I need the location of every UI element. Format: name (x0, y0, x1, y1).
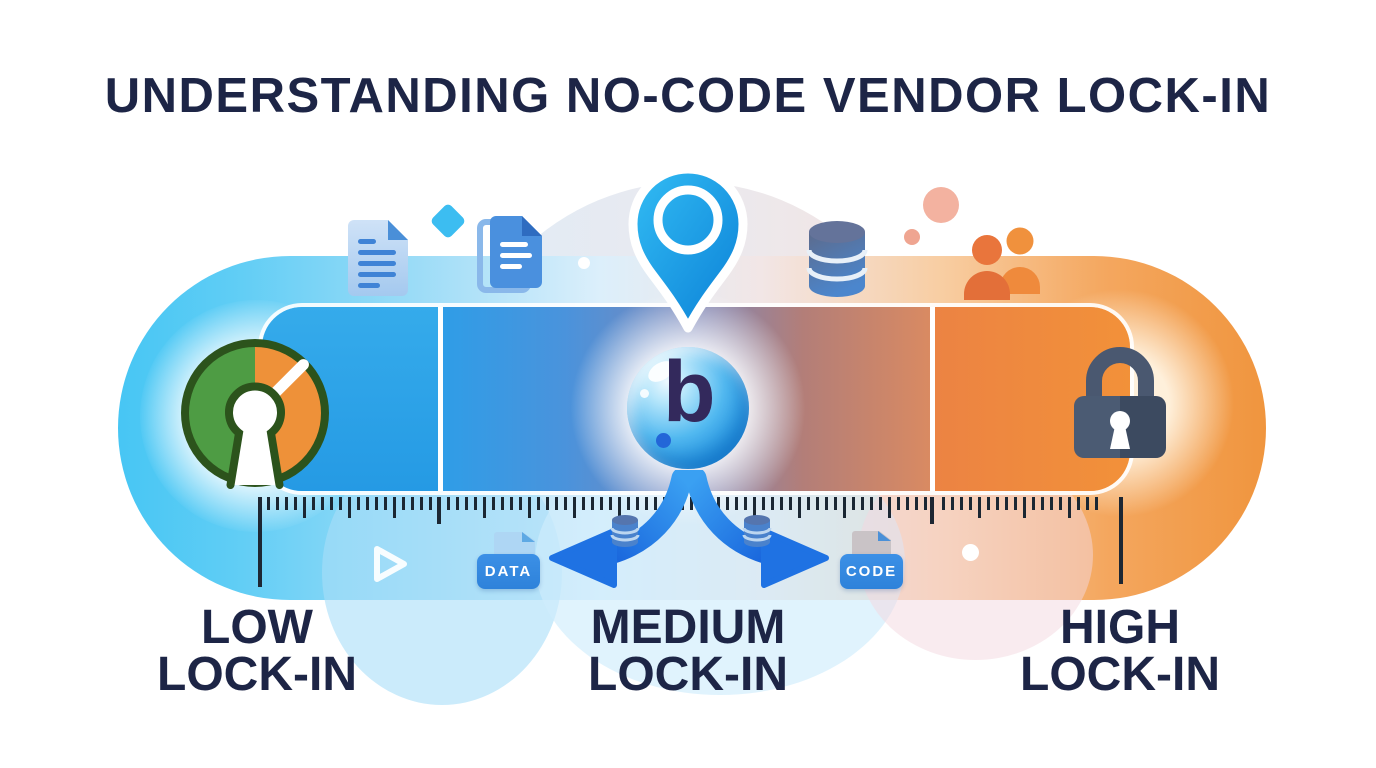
people-icon (964, 227, 1040, 300)
data-badge: DATA (477, 554, 540, 589)
label-line: MEDIUM (590, 601, 786, 654)
decor-circle-salmon-large (923, 187, 959, 223)
documents-stack-icon (477, 216, 542, 293)
bar-divider-right (930, 307, 935, 491)
play-outline-icon (374, 546, 407, 582)
file-fold (522, 532, 535, 542)
open-source-gauge-icon (181, 339, 329, 489)
database-icon (806, 221, 868, 297)
database-mini-icon (610, 515, 640, 547)
map-pin-icon (628, 164, 748, 333)
bubble-highlight-small (640, 389, 649, 398)
bubble-logo: b (627, 344, 749, 469)
file-fold (878, 531, 891, 541)
decor-circle-salmon-small (904, 229, 920, 245)
ruler-major-line-left (258, 497, 262, 587)
label-line: LOCK-IN (588, 648, 788, 701)
code-badge: CODE (840, 554, 903, 589)
padlock-icon (1074, 347, 1166, 458)
decor-dot-white (578, 257, 590, 269)
label-line: LOCK-IN (1020, 648, 1220, 701)
curved-arrow-right-icon (685, 470, 829, 588)
bar-divider-left (438, 307, 443, 491)
document-icon (348, 220, 408, 296)
ruler-major-line-div2 (930, 497, 934, 524)
export-arrows (549, 470, 829, 588)
database-mini-icon (742, 515, 772, 547)
ruler-major-line-div1 (437, 497, 441, 524)
curved-arrow-left-icon (549, 470, 693, 588)
label-line: HIGH (1060, 601, 1180, 654)
label-line: LOCK-IN (157, 648, 357, 701)
label-high-lock-in: HIGH LOCK-IN (940, 601, 1300, 701)
page-title: UNDERSTANDING NO-CODE VENDOR LOCK-IN (104, 69, 1272, 123)
label-medium-lock-in: MEDIUM LOCK-IN (508, 601, 868, 701)
decor-dot-white-bottom (962, 544, 979, 561)
bubble-letter: b (663, 344, 716, 440)
ruler-major-line-right (1119, 497, 1123, 584)
bubble-logo-dot (656, 433, 671, 448)
label-low-lock-in: LOW LOCK-IN (77, 601, 437, 701)
diamond-icon (429, 202, 467, 240)
label-line: LOW (201, 601, 313, 654)
